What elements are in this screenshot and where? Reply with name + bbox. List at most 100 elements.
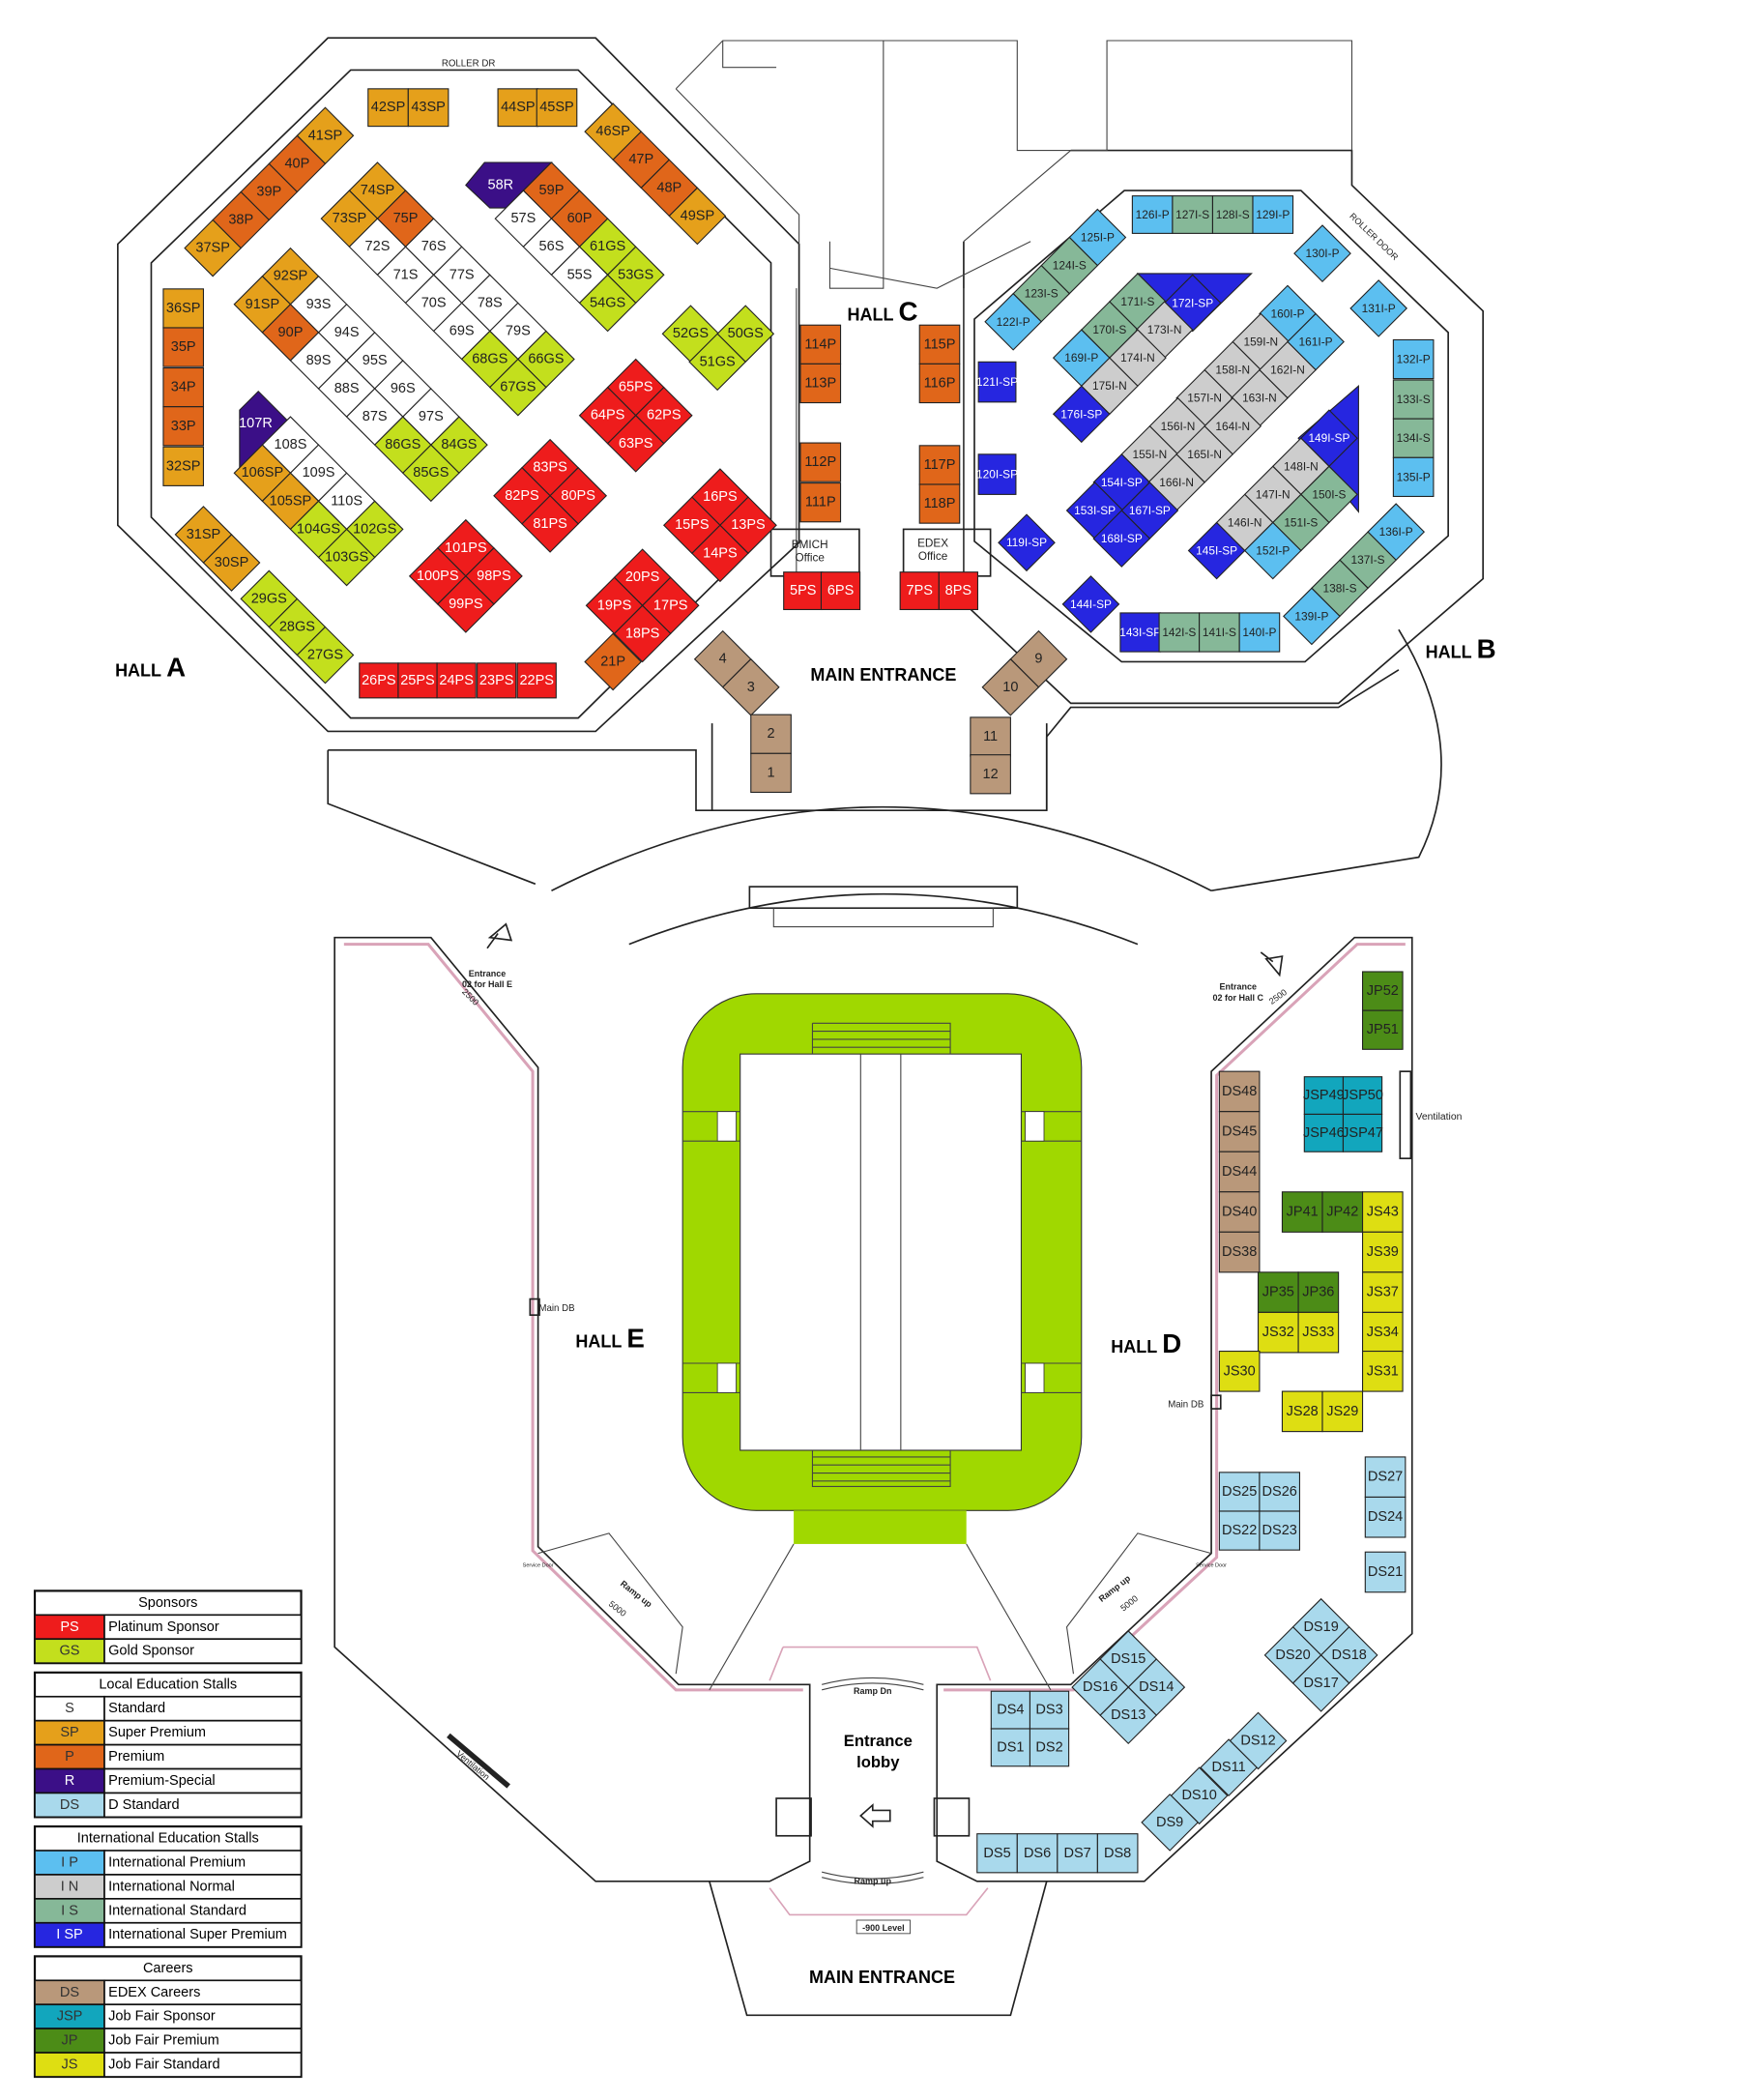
- booth-33p[interactable]: 33P: [162, 406, 205, 447]
- booth-js31[interactable]: JS31: [1361, 1350, 1404, 1392]
- booth-115p[interactable]: 115P: [918, 324, 961, 365]
- booth-85gs[interactable]: 85GS: [401, 444, 460, 503]
- booth-js28[interactable]: JS28: [1281, 1390, 1323, 1433]
- booth-ds45[interactable]: DS45: [1218, 1111, 1261, 1152]
- booth-10[interactable]: 10: [981, 657, 1040, 716]
- booth-168i-sp[interactable]: 168I-SP: [1092, 510, 1151, 568]
- booth-118p[interactable]: 118P: [918, 483, 961, 524]
- booth-ds13[interactable]: DS13: [1099, 1686, 1158, 1745]
- booth-134i-s[interactable]: 134I-S: [1392, 418, 1435, 458]
- booth-25ps[interactable]: 25PS: [397, 662, 438, 699]
- booth-152i-p[interactable]: 152I-P: [1243, 521, 1302, 580]
- booth-ds5[interactable]: DS5: [976, 1833, 1018, 1874]
- booth-ds22[interactable]: DS22: [1218, 1510, 1261, 1551]
- booth-jsp47[interactable]: JSP47: [1342, 1113, 1383, 1152]
- booth-140i-p[interactable]: 140I-P: [1238, 612, 1281, 653]
- booth-18ps[interactable]: 18PS: [613, 604, 672, 663]
- booth-js32[interactable]: JS32: [1257, 1311, 1299, 1354]
- booth-120i-sp[interactable]: 120I-SP: [976, 453, 1018, 495]
- booth-ds24[interactable]: DS24: [1364, 1496, 1406, 1538]
- booth-js33[interactable]: JS33: [1297, 1311, 1340, 1354]
- booth-36sp[interactable]: 36SP: [162, 288, 205, 329]
- booth-jp36[interactable]: JP36: [1297, 1271, 1340, 1313]
- booth-119i-sp[interactable]: 119I-SP: [998, 513, 1056, 572]
- booth-ds8[interactable]: DS8: [1096, 1833, 1139, 1874]
- booth-127i-s[interactable]: 127I-S: [1172, 195, 1214, 234]
- booth-135i-p[interactable]: 135I-P: [1392, 456, 1435, 498]
- booth-ds3[interactable]: DS3: [1029, 1690, 1070, 1730]
- booth-jp41[interactable]: JP41: [1281, 1191, 1323, 1233]
- booth-103gs[interactable]: 103GS: [317, 528, 376, 587]
- booth-176i-sp[interactable]: 176I-SP: [1052, 385, 1111, 444]
- booth-ds4[interactable]: DS4: [990, 1690, 1031, 1730]
- booth-27gs[interactable]: 27GS: [296, 626, 355, 685]
- booth-54gs[interactable]: 54GS: [578, 274, 637, 333]
- booth-128i-s[interactable]: 128I-S: [1211, 195, 1254, 234]
- booth-ds44[interactable]: DS44: [1218, 1151, 1261, 1193]
- booth-99ps[interactable]: 99PS: [436, 575, 495, 633]
- booth-ds25[interactable]: DS25: [1218, 1472, 1261, 1512]
- booth-51gs[interactable]: 51GS: [688, 333, 747, 392]
- booth-js34[interactable]: JS34: [1361, 1311, 1404, 1354]
- booth-32sp[interactable]: 32SP: [162, 446, 205, 486]
- booth-133i-s[interactable]: 133I-S: [1392, 379, 1435, 420]
- booth-ds2[interactable]: DS2: [1029, 1728, 1070, 1767]
- booth-67gs[interactable]: 67GS: [488, 358, 547, 417]
- booth-2[interactable]: 2: [750, 714, 792, 754]
- booth-ds1[interactable]: DS1: [990, 1728, 1031, 1767]
- booth-js43[interactable]: JS43: [1361, 1191, 1404, 1233]
- booth-1[interactable]: 1: [750, 752, 792, 794]
- booth-ds17[interactable]: DS17: [1291, 1654, 1350, 1712]
- booth-112p[interactable]: 112P: [799, 442, 842, 482]
- booth-jsp49[interactable]: JSP49: [1303, 1076, 1345, 1116]
- booth-11[interactable]: 11: [970, 716, 1011, 757]
- booth-143i-sp[interactable]: 143I-SP: [1119, 612, 1161, 653]
- booth-8ps[interactable]: 8PS: [938, 571, 979, 611]
- booth-ds38[interactable]: DS38: [1218, 1231, 1261, 1273]
- booth-js39[interactable]: JS39: [1361, 1231, 1404, 1273]
- booth-111p[interactable]: 111P: [799, 482, 842, 523]
- booth-6ps[interactable]: 6PS: [820, 571, 861, 611]
- booth-jp51[interactable]: JP51: [1361, 1009, 1404, 1050]
- booth-5ps[interactable]: 5PS: [783, 571, 824, 611]
- booth-122i-p[interactable]: 122I-P: [984, 292, 1043, 351]
- booth-126i-p[interactable]: 126I-P: [1131, 195, 1174, 234]
- booth-114p[interactable]: 114P: [799, 324, 842, 365]
- booth-ds21[interactable]: DS21: [1364, 1551, 1406, 1593]
- booth-45sp[interactable]: 45SP: [536, 88, 578, 128]
- booth-24ps[interactable]: 24PS: [436, 662, 477, 699]
- booth-113p[interactable]: 113P: [799, 363, 842, 404]
- booth-ds7[interactable]: DS7: [1057, 1833, 1098, 1874]
- booth-jsp46[interactable]: JSP46: [1303, 1113, 1345, 1152]
- booth-12[interactable]: 12: [970, 754, 1011, 795]
- booth-22ps[interactable]: 22PS: [516, 662, 557, 699]
- booth-jp52[interactable]: JP52: [1361, 971, 1404, 1011]
- booth-ds26[interactable]: DS26: [1259, 1472, 1301, 1512]
- booth-26ps[interactable]: 26PS: [359, 662, 399, 699]
- booth-21p[interactable]: 21P: [584, 632, 643, 691]
- booth-30sp[interactable]: 30SP: [202, 534, 261, 592]
- booth-js29[interactable]: JS29: [1321, 1390, 1364, 1433]
- booth-37sp[interactable]: 37SP: [184, 219, 243, 277]
- booth-7ps[interactable]: 7PS: [899, 571, 940, 611]
- booth-ds23[interactable]: DS23: [1259, 1510, 1301, 1551]
- booth-121i-sp[interactable]: 121I-SP: [976, 361, 1018, 403]
- booth-141i-s[interactable]: 141I-S: [1199, 612, 1240, 653]
- booth-49sp[interactable]: 49SP: [668, 187, 727, 246]
- booth-jp42[interactable]: JP42: [1321, 1191, 1364, 1233]
- booth-jsp50[interactable]: JSP50: [1342, 1076, 1383, 1116]
- booth-130i-p[interactable]: 130I-P: [1293, 224, 1351, 283]
- booth-ds40[interactable]: DS40: [1218, 1191, 1261, 1233]
- booth-js30[interactable]: JS30: [1218, 1350, 1261, 1392]
- booth-144i-sp[interactable]: 144I-SP: [1061, 575, 1120, 633]
- booth-142i-s[interactable]: 142I-S: [1158, 612, 1201, 653]
- booth-jp35[interactable]: JP35: [1257, 1271, 1299, 1313]
- booth-145i-sp[interactable]: 145I-SP: [1187, 521, 1246, 580]
- booth-35p[interactable]: 35P: [162, 327, 205, 367]
- booth-34p[interactable]: 34P: [162, 366, 205, 408]
- booth-js37[interactable]: JS37: [1361, 1271, 1404, 1313]
- booth-23ps[interactable]: 23PS: [477, 662, 517, 699]
- booth-ds11[interactable]: DS11: [1200, 1738, 1258, 1797]
- booth-42sp[interactable]: 42SP: [367, 88, 409, 128]
- booth-81ps[interactable]: 81PS: [521, 494, 579, 553]
